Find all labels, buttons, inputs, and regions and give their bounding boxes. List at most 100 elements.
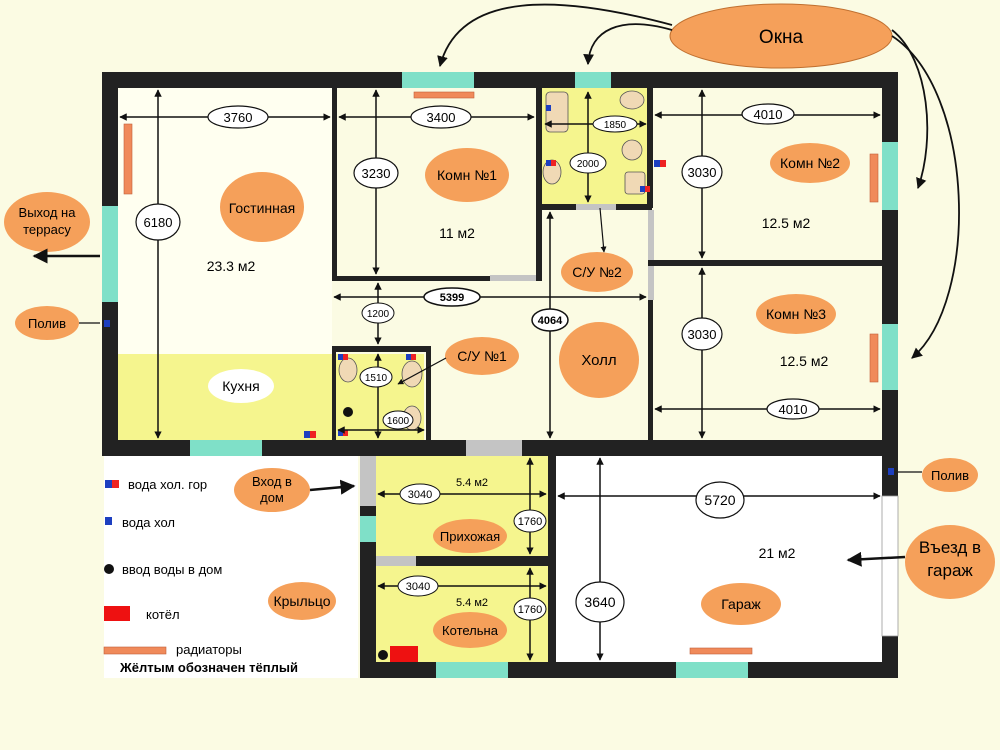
dim-label: 1600	[387, 416, 410, 427]
room-name-boiler-room: Котельна	[442, 623, 499, 638]
door-room1[interactable]	[490, 275, 536, 281]
hot-water-icon	[343, 354, 348, 360]
wall-hallway-boiler	[376, 556, 548, 566]
room-area-room2: 12.5 м2	[762, 215, 811, 231]
door-hall-hallway[interactable]	[466, 440, 522, 456]
radiator-icon	[869, 333, 879, 383]
dim-label: 3030	[688, 327, 717, 342]
hot-water-icon	[310, 431, 316, 438]
dim-label: 1760	[518, 516, 542, 528]
room-area-garage: 21 м2	[759, 545, 796, 561]
door-room3[interactable]	[648, 266, 654, 300]
dimension-labels: 3760 6180 3400 3230 1850 2000 4010 3030 …	[135, 103, 820, 623]
dim-label: 2000	[577, 159, 600, 170]
window-kitchen	[190, 440, 262, 456]
room-area-boiler-room: 5.4 м2	[456, 597, 488, 609]
dimension-lines	[119, 89, 881, 661]
room-name-room2: Комн №2	[780, 155, 840, 171]
porch-area	[104, 456, 358, 678]
toilet-icon	[338, 357, 358, 383]
house-entry-arrow	[309, 479, 356, 495]
room-name-porch: Крыльцо	[273, 593, 330, 609]
legend-cold-water-swatch	[105, 480, 112, 488]
watering-left-label: Полив	[28, 316, 66, 331]
water-inlet-icon	[378, 650, 388, 660]
legend: вода хол. гор вода хол ввод воды в дом к…	[103, 477, 298, 675]
cold-water-icon	[546, 105, 551, 111]
radiators	[123, 91, 879, 655]
terrace-exit-label-1: Выход на	[19, 205, 77, 220]
room-name-room1: Комн №1	[437, 167, 497, 183]
window-bath2	[575, 72, 611, 88]
legend-cold-water-swatch	[105, 517, 112, 525]
legend-radiator-swatch	[103, 646, 167, 655]
dim-label: 1760	[518, 604, 542, 616]
dim-label: 3760	[224, 110, 253, 125]
house-entry-label-2: дом	[260, 490, 284, 505]
windows-callout-label: Окна	[759, 27, 804, 48]
door-bath2[interactable]	[576, 204, 616, 210]
legend-radiators: радиаторы	[176, 642, 242, 657]
room-name-hall: Холл	[581, 352, 616, 369]
radiator-icon	[689, 647, 753, 655]
wall-bath1-top	[332, 346, 430, 352]
dim-label: 1510	[365, 373, 388, 384]
dim-label: 3640	[584, 594, 615, 610]
legend-water-inlet: ввод воды в дом	[122, 562, 222, 577]
wall-room3-left	[648, 300, 653, 440]
room-name-garage: Гараж	[721, 596, 761, 612]
dim-label: 4010	[779, 402, 808, 417]
door-room2[interactable]	[648, 210, 654, 260]
room-area-room1: 11 м2	[439, 225, 475, 241]
hot-water-icon	[551, 160, 556, 166]
window-living	[102, 206, 118, 302]
wall-bath1-left	[332, 346, 336, 440]
window-hallway	[360, 516, 376, 542]
radiator-icon	[123, 123, 133, 195]
wall-top	[102, 72, 896, 88]
window-room3	[882, 324, 898, 390]
legend-hot-water-swatch	[112, 480, 119, 488]
garage-entry-label-1: Въезд в	[919, 538, 981, 557]
cold-water-icon	[640, 186, 645, 192]
wall-porch	[360, 456, 376, 678]
dim-label: 5720	[704, 492, 735, 508]
radiator-icon	[869, 153, 879, 203]
dim-label: 3400	[427, 110, 456, 125]
legend-boiler-swatch	[104, 606, 130, 621]
windows-arrow	[583, 23, 673, 66]
door-boiler[interactable]	[376, 556, 416, 566]
legend-water-cold-hot: вода хол. гор	[128, 477, 207, 492]
radiator-icon	[413, 91, 475, 99]
utility-markers	[104, 160, 894, 662]
legend-water-cold: вода хол	[122, 515, 175, 530]
cold-water-icon	[406, 354, 411, 360]
sink-icon	[401, 360, 423, 388]
garage-entry-label-2: гараж	[927, 561, 973, 580]
hot-water-icon	[660, 160, 666, 167]
shower-icon	[621, 139, 643, 161]
wall-room2-room3	[648, 260, 886, 266]
room-area-hallway: 5.4 м2	[456, 477, 488, 489]
callouts: Окна Выход на террасу Полив Полив Вход в…	[4, 3, 995, 599]
garage-gate[interactable]	[881, 495, 899, 637]
dim-label: 5399	[440, 292, 464, 304]
window-room2	[882, 142, 898, 210]
door-entry[interactable]	[360, 456, 376, 506]
cold-water-icon	[654, 160, 660, 167]
legend-water-inlet-swatch	[104, 564, 114, 574]
room-name-kitchen: Кухня	[222, 378, 259, 394]
dim-label: 4010	[754, 107, 783, 122]
dim-label: 1200	[367, 309, 390, 320]
bath2-arrow	[599, 207, 607, 253]
sink-icon	[619, 90, 645, 110]
windows	[102, 72, 898, 678]
boiler-icon	[390, 646, 418, 662]
window-boiler	[436, 662, 508, 678]
terrace-exit-label-2: террасу	[23, 222, 71, 237]
room-name-bath2: С/У №2	[572, 264, 622, 280]
windows-arrow	[891, 29, 929, 190]
wall-room1-right	[536, 88, 542, 281]
dim-label: 3230	[362, 166, 391, 181]
